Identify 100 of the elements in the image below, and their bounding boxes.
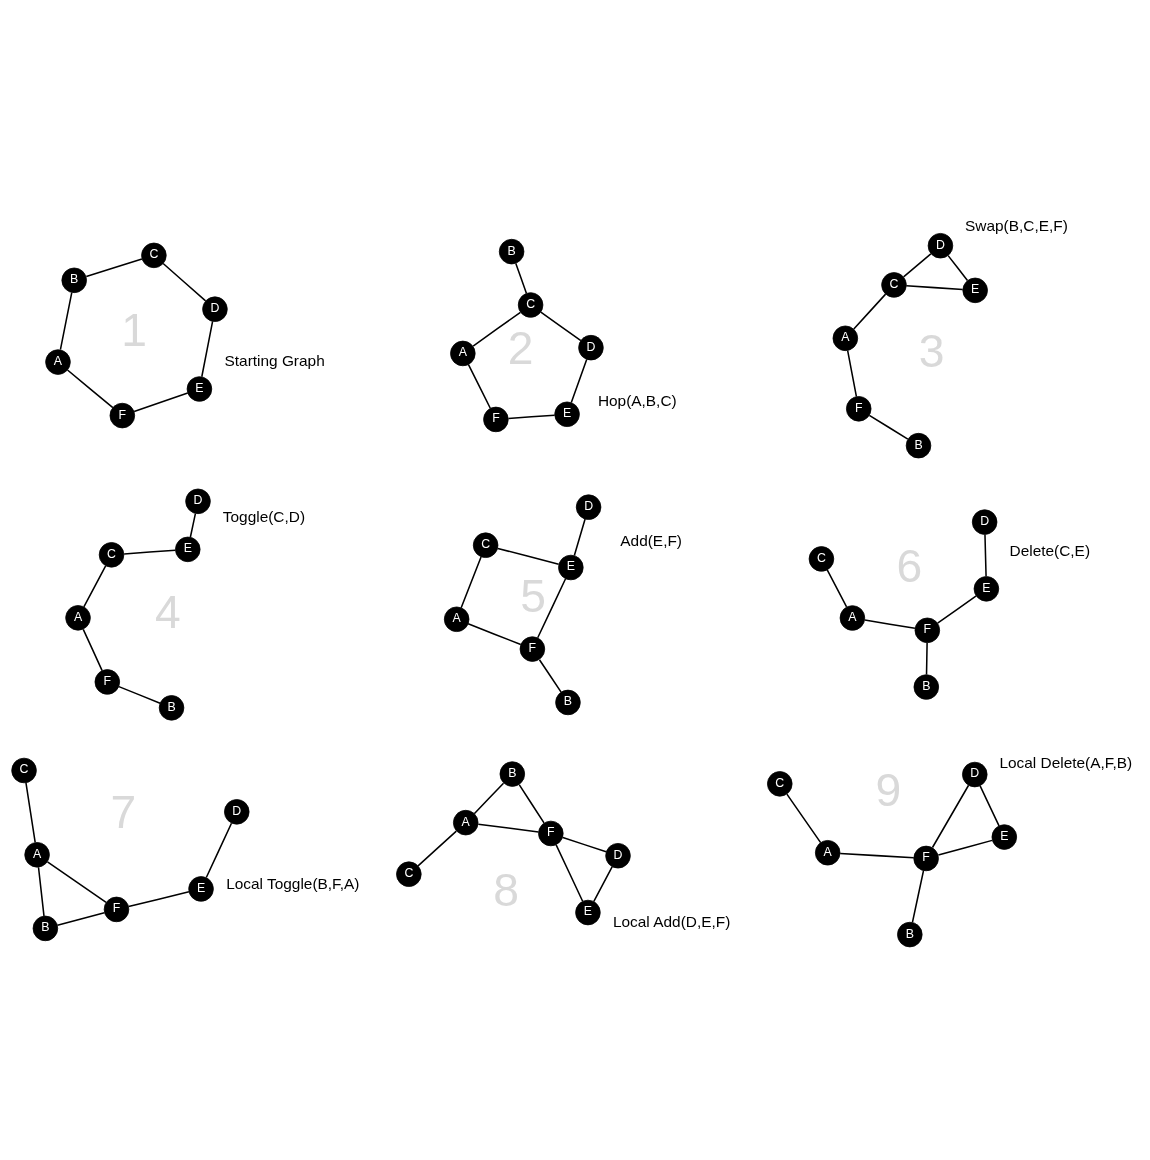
node-circle: A — [450, 340, 476, 367]
connector — [931, 784, 970, 849]
node-circle: E — [554, 401, 580, 427]
node-circle: B — [32, 915, 59, 942]
connector — [911, 869, 925, 924]
node-circle: B — [498, 238, 525, 265]
label: Swap(B,C,E,F) — [965, 216, 1068, 234]
node-circle: F — [109, 402, 136, 429]
connector — [515, 262, 528, 294]
node-circle: F — [519, 636, 546, 662]
node-circle: D — [224, 799, 250, 825]
node-circle: E — [188, 876, 214, 902]
connector — [507, 414, 556, 420]
connector — [201, 320, 214, 378]
node-circle: D — [185, 488, 211, 515]
node-circle: A — [45, 349, 71, 375]
connector — [59, 291, 73, 351]
connector — [133, 392, 189, 413]
node-circle: E — [575, 899, 601, 926]
node-circle: F — [538, 820, 564, 847]
node-circle: C — [472, 532, 499, 558]
label: Starting Graph — [224, 351, 325, 369]
connector — [467, 363, 492, 409]
node-circle: A — [832, 325, 859, 351]
connector — [189, 512, 197, 538]
node-circle: B — [499, 761, 526, 787]
connector — [868, 414, 909, 440]
connector — [127, 891, 190, 908]
connector — [118, 685, 161, 704]
connector — [66, 369, 114, 409]
node-circle: B — [913, 674, 940, 700]
connector — [417, 830, 458, 867]
label: Toggle(C,D) — [222, 508, 306, 526]
label: Hop(A,B,C) — [597, 391, 677, 409]
node-circle: C — [141, 242, 167, 269]
node-circle: D — [575, 494, 602, 520]
connector — [82, 628, 103, 672]
node-circle: F — [914, 617, 941, 644]
node-circle: C — [808, 546, 835, 572]
connector — [979, 785, 1000, 827]
node-circle: B — [905, 432, 932, 459]
node-circle: F — [483, 406, 509, 433]
connector — [905, 285, 964, 291]
connector — [162, 262, 207, 302]
connector — [460, 556, 482, 609]
connector — [56, 911, 106, 926]
connector — [925, 642, 928, 676]
node-circle: B — [897, 921, 923, 948]
node-circle: C — [517, 292, 544, 318]
connector — [936, 595, 977, 624]
connector — [472, 311, 522, 347]
connector — [85, 258, 143, 278]
label: Delete(C,E) — [1009, 542, 1091, 560]
node-circle: A — [443, 606, 470, 632]
connector — [853, 293, 887, 330]
node-circle: A — [65, 605, 91, 631]
connector — [826, 569, 848, 608]
connector — [467, 623, 522, 646]
node-circle: F — [846, 396, 872, 422]
node-circle: A — [839, 605, 866, 631]
connector — [477, 823, 540, 833]
node-circle: E — [973, 576, 1000, 602]
connector — [536, 578, 567, 639]
label: Local Toggle(B,F,A) — [226, 874, 360, 892]
node-circle: E — [186, 376, 213, 402]
connector — [562, 836, 607, 853]
connector — [902, 253, 932, 278]
node-circle: A — [814, 840, 841, 866]
connector — [864, 619, 916, 630]
node-circle: D — [927, 233, 954, 259]
node-circle: D — [605, 843, 631, 869]
connector — [846, 349, 858, 398]
connector — [518, 783, 545, 824]
connector — [46, 861, 107, 904]
node-circle: E — [962, 277, 988, 304]
node-circle: D — [202, 296, 228, 322]
connector — [83, 565, 107, 608]
node-circle: E — [175, 536, 201, 563]
connector — [205, 822, 233, 879]
node-circle: C — [396, 861, 422, 887]
node-circle: E — [991, 824, 1018, 850]
node-circle: F — [94, 669, 121, 695]
node-circle: B — [61, 267, 87, 294]
node-circle: E — [558, 554, 584, 581]
connector — [937, 839, 993, 856]
node-circle: D — [578, 334, 604, 361]
node-circle: A — [453, 809, 479, 836]
connector — [786, 793, 822, 844]
connector — [839, 852, 915, 859]
connector — [570, 358, 588, 404]
connector — [497, 547, 560, 566]
connector — [37, 866, 45, 917]
connector — [473, 782, 505, 815]
connector — [555, 844, 584, 902]
connector — [592, 865, 613, 903]
label: Local Delete(A,F,B) — [999, 754, 1133, 772]
connector — [123, 549, 177, 555]
label: Add(E,F) — [620, 531, 682, 549]
label: Local Add(D,E,F) — [612, 912, 731, 930]
connector — [538, 658, 562, 693]
